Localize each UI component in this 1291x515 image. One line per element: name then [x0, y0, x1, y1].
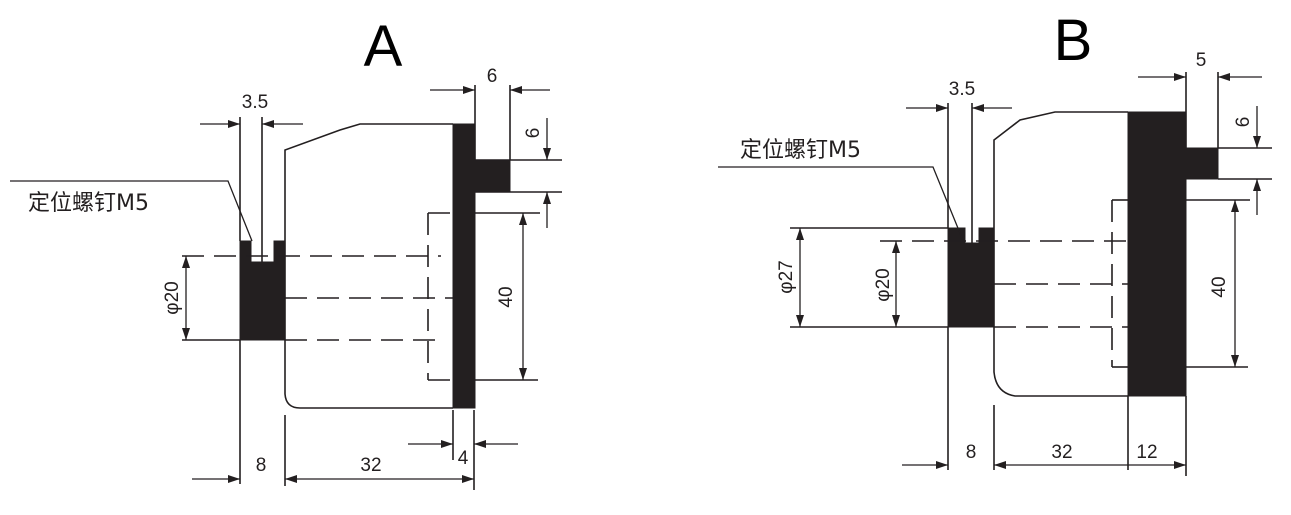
figure-b-dim-hub: 8: [966, 442, 977, 463]
figure-b-label: 定位螺钉M5: [740, 138, 861, 163]
figure-a-plate: [452, 123, 476, 409]
figure-b-title: B: [1054, 8, 1093, 73]
figure-a-dim-body: 32: [360, 455, 381, 476]
figure-b-dim-flange-width: 5: [1196, 50, 1207, 71]
figure-b-dim-slot: 3.5: [949, 79, 975, 100]
figure-b-dim-flange-height: 6: [1233, 117, 1254, 128]
figure-a-label: 定位螺钉M5: [28, 191, 149, 216]
figure-b-flange: [1185, 147, 1219, 180]
figure-a: A 3.5: [10, 14, 562, 490]
figure-b-dim-outer: φ27: [776, 260, 797, 293]
figure-b-dim-plate: 12: [1136, 442, 1157, 463]
figure-b-dim-body: 32: [1051, 442, 1072, 463]
figure-b-body-outline: [993, 111, 1128, 397]
figure-a-dim-plate: 4: [458, 448, 469, 469]
figure-b-hub: [947, 227, 995, 328]
figure-a-dim-flange-height: 6: [523, 128, 544, 139]
figure-a-dim-height: 40: [496, 286, 517, 307]
figure-a-dim-hub: 8: [256, 455, 267, 476]
figure-a-hub: [239, 240, 286, 341]
figure-a-title: A: [364, 14, 403, 79]
figure-a-dim-bore: φ20: [162, 281, 183, 314]
figure-a-body-outline: [284, 123, 453, 409]
figure-b: B 3.5: [718, 8, 1272, 476]
figure-b-dim-height: 40: [1209, 276, 1230, 297]
figure-b-dim-bore: φ20: [873, 268, 894, 301]
figure-a-dim-flange-width: 6: [487, 66, 498, 87]
figure-b-plate: [1127, 111, 1187, 397]
figure-a-flange: [474, 159, 511, 193]
figure-a-dim-slot: 3.5: [242, 92, 268, 113]
